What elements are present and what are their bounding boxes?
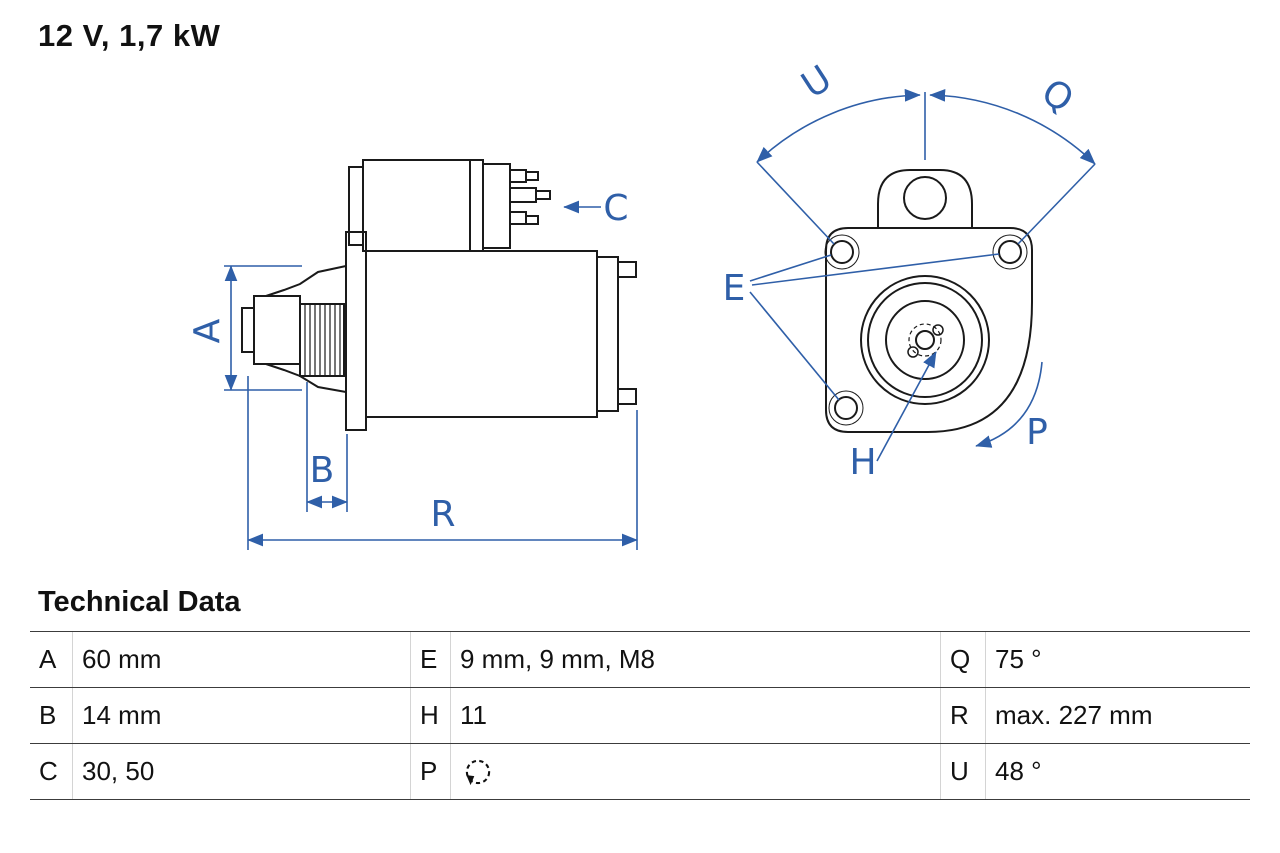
spec-key-c: C <box>39 756 58 786</box>
spec-key-q: Q <box>940 632 985 687</box>
technical-data-table: A 60 mm E 9 mm, 9 mm, M8 Q 75 ° B 14 mm … <box>30 631 1250 800</box>
technical-data-heading: Technical Data <box>38 586 241 618</box>
drive-end <box>241 265 347 393</box>
spec-value-h: 11 <box>450 688 940 743</box>
spec-key-e: E <box>410 632 450 687</box>
tab-hole <box>903 176 947 220</box>
spec-value-u: 48 ° <box>985 744 1250 799</box>
spec-key-u: U <box>940 744 985 799</box>
spec-key-r: R <box>940 688 985 743</box>
dimension-a <box>224 265 302 391</box>
page-title: 12 V, 1,7 kW <box>38 18 221 53</box>
spec-key-h: H <box>410 688 450 743</box>
bearing-rings <box>860 275 990 405</box>
angle-leg-right <box>1017 163 1096 245</box>
spec-value-q: 75 ° <box>985 632 1250 687</box>
dim-label-e: E <box>723 268 746 309</box>
table-row: A 60 mm E 9 mm, 9 mm, M8 Q 75 ° <box>30 631 1250 687</box>
dim-label-q: Q <box>1034 71 1080 121</box>
spec-value-p <box>450 744 940 799</box>
dim-label-b: B <box>310 450 335 491</box>
dimensions-side <box>224 200 638 550</box>
front-view <box>824 169 1033 433</box>
dim-label-p: P <box>1026 412 1048 453</box>
spec-value-e: 9 mm, 9 mm, M8 <box>450 632 940 687</box>
rotation-direction-icon <box>465 759 491 785</box>
table-row: B 14 mm H 11 R max. 227 mm <box>30 687 1250 743</box>
dim-label-c: C <box>603 188 628 229</box>
dim-label-a: A <box>187 318 228 343</box>
dim-label-h: H <box>849 442 876 483</box>
leader-e <box>749 253 1000 401</box>
table-row: C 30, 50 P U 48 ° <box>30 743 1250 799</box>
side-view <box>241 159 637 431</box>
spec-key-b: B <box>39 700 57 730</box>
angle-q-arc <box>929 88 1096 165</box>
rotation-arrow-p <box>975 361 1043 448</box>
motor-housing <box>345 231 637 431</box>
spec-value-c: 30, 50 <box>72 744 410 799</box>
angle-u-arc <box>756 88 921 163</box>
spec-key-a: A <box>39 644 57 674</box>
spec-value-r: max. 227 mm <box>985 688 1250 743</box>
spec-key-p: P <box>410 744 450 799</box>
mounting-holes <box>824 234 1028 426</box>
spec-value-a: 60 mm <box>72 632 410 687</box>
solenoid <box>348 159 551 252</box>
technical-drawing: A B C R U Q E H P <box>187 58 1096 550</box>
dim-label-r: R <box>430 494 455 535</box>
angle-leg-left <box>756 161 835 245</box>
dimensions-front <box>749 88 1096 462</box>
mounting-tab <box>877 169 973 228</box>
dimension-b <box>306 382 348 512</box>
pinion-gear <box>299 303 345 377</box>
leader-h <box>876 351 937 462</box>
spec-value-b: 14 mm <box>72 688 410 743</box>
dim-label-u: U <box>795 58 839 107</box>
flange-outline <box>825 227 1033 433</box>
technical-data-section: Technical Data A 60 mm E 9 mm, 9 mm, M8 … <box>30 586 1250 800</box>
dimension-labels: A B C R U Q E H P <box>187 58 1080 535</box>
dimension-r <box>247 376 638 550</box>
